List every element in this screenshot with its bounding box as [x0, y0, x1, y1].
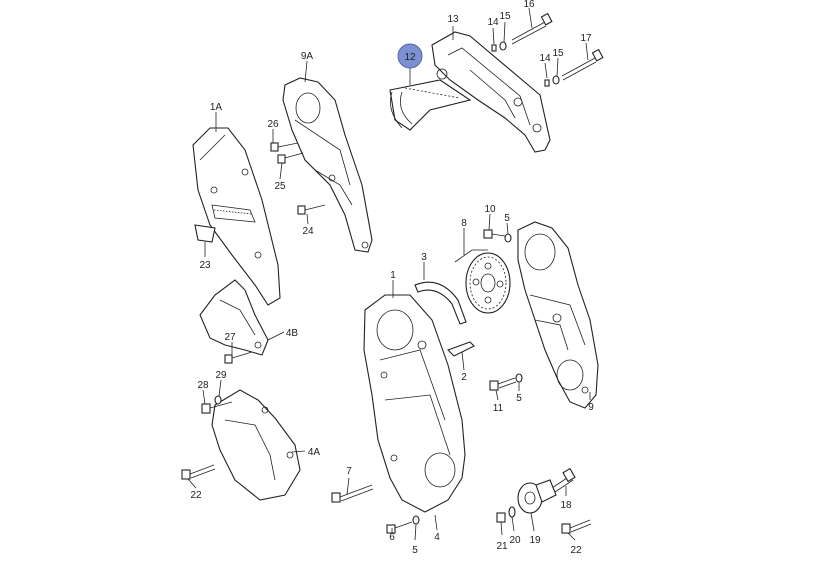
bolt-28	[201, 401, 233, 414]
label-5a[interactable]: 5	[504, 213, 510, 224]
rear-panel-9	[517, 221, 599, 409]
label-24[interactable]: 24	[302, 226, 314, 237]
highlight-badge-12[interactable]	[397, 43, 423, 69]
timing-belt-12	[389, 79, 472, 131]
label-10[interactable]: 10	[484, 204, 496, 215]
label-25[interactable]: 25	[274, 181, 286, 192]
label-9A[interactable]: 9A	[301, 51, 314, 62]
label-14a[interactable]: 14	[487, 17, 499, 28]
label-13[interactable]: 13	[447, 14, 459, 25]
outer-cover-1A	[192, 127, 281, 306]
label-15b[interactable]: 15	[552, 48, 564, 59]
label-14b[interactable]: 14	[539, 53, 551, 64]
label-5b[interactable]: 5	[516, 393, 522, 404]
bolt-26	[270, 142, 299, 152]
label-29[interactable]: 29	[215, 370, 227, 381]
rear-cover-13	[431, 31, 551, 153]
tensioner-19	[517, 479, 557, 514]
label-27[interactable]: 27	[224, 332, 236, 343]
washer-5a	[504, 233, 512, 243]
label-9[interactable]: 9	[588, 402, 594, 413]
lower-cover-4B	[199, 279, 269, 356]
tensioner-guide-3	[414, 281, 467, 325]
spacer-14b	[544, 79, 550, 87]
label-4B[interactable]: 4B	[286, 328, 299, 339]
label-23[interactable]: 23	[199, 260, 211, 271]
bolt-6	[386, 521, 413, 534]
bolt-24	[297, 204, 326, 215]
bolt-10	[483, 229, 506, 239]
spacer-14a	[491, 44, 497, 52]
label-22a[interactable]: 22	[190, 490, 202, 501]
label-12[interactable]: 12	[404, 52, 416, 63]
washer-15a	[499, 41, 507, 51]
washer-15b	[552, 75, 560, 85]
label-1[interactable]: 1	[390, 270, 396, 281]
bolt-22b	[561, 519, 592, 534]
label-8[interactable]: 8	[461, 218, 467, 229]
label-28[interactable]: 28	[197, 380, 209, 391]
label-7[interactable]: 7	[346, 466, 352, 477]
stud-18	[551, 467, 576, 493]
label-18[interactable]: 18	[560, 500, 572, 511]
label-4[interactable]: 4	[434, 532, 440, 543]
washer-29	[214, 395, 222, 405]
clip-23	[194, 224, 216, 243]
callout-labels: 12 13 14 15 16 14 15 17 9A 1A 26 25 24 2…	[190, 0, 594, 556]
nut-21	[496, 512, 506, 523]
label-22b[interactable]: 22	[570, 545, 582, 556]
label-3[interactable]: 3	[421, 252, 427, 263]
label-4A[interactable]: 4A	[308, 447, 321, 458]
washer-20	[508, 506, 516, 518]
bolt-17	[561, 48, 604, 81]
bolt-11	[489, 377, 517, 391]
clip-2	[447, 341, 475, 357]
label-5c[interactable]: 5	[412, 545, 418, 556]
upper-cover-9A	[282, 77, 373, 253]
bolt-25	[277, 152, 304, 164]
label-11[interactable]: 11	[493, 403, 504, 414]
label-20[interactable]: 20	[509, 535, 521, 546]
washer-5b	[515, 373, 523, 383]
label-21[interactable]: 21	[496, 541, 508, 552]
label-2[interactable]: 2	[461, 372, 467, 383]
label-15a[interactable]: 15	[499, 11, 511, 22]
middle-cover-1	[363, 294, 466, 513]
label-6[interactable]: 6	[389, 532, 395, 543]
washer-5c	[412, 515, 420, 525]
bolt-22a	[181, 464, 216, 480]
label-1A[interactable]: 1A	[210, 102, 223, 113]
bolt-7	[331, 484, 374, 503]
lower-cover-4A	[211, 389, 301, 501]
label-16[interactable]: 16	[523, 0, 535, 10]
label-17[interactable]: 17	[580, 33, 592, 44]
label-26[interactable]: 26	[267, 119, 279, 130]
label-19[interactable]: 19	[529, 535, 541, 546]
camshaft-sprocket-8	[454, 249, 511, 314]
bolt-16	[511, 12, 553, 45]
bolt-27	[224, 351, 253, 364]
